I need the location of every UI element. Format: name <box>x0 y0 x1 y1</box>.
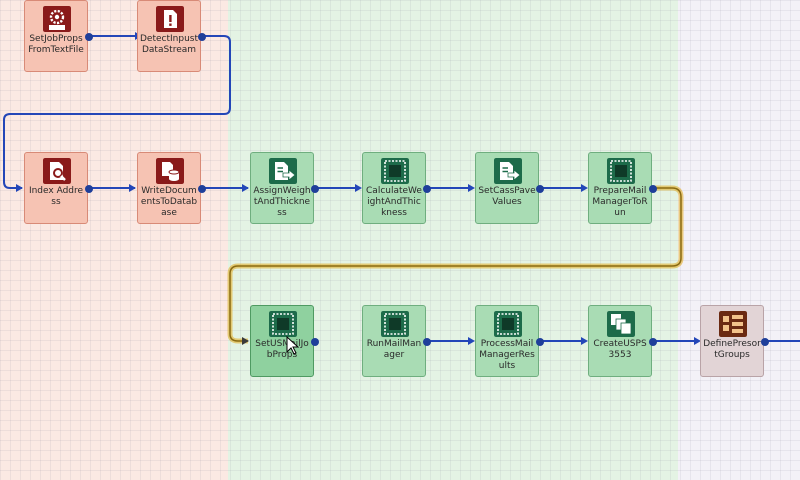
output-port[interactable] <box>536 185 544 193</box>
output-port[interactable] <box>85 185 93 193</box>
node-label: DetectInpustDataStream <box>140 34 199 55</box>
node-run-mail-manager[interactable]: RunMailManager <box>362 305 431 377</box>
tree-structure-icon <box>719 311 747 337</box>
grid-square-icon <box>607 158 635 184</box>
document-arrow-icon <box>269 158 297 184</box>
document-search-icon <box>43 158 71 184</box>
document-arrow-icon <box>494 158 522 184</box>
output-port[interactable] <box>311 338 319 346</box>
output-port[interactable] <box>198 185 206 193</box>
text-gear-icon <box>43 6 71 32</box>
lane-output <box>678 0 800 480</box>
node-write-documents-to-database[interactable]: WriteDocumentsToDatabase <box>137 152 206 224</box>
connector-2-3[interactable] <box>3 35 231 189</box>
node-label: SetUSMailJobProps <box>255 339 309 360</box>
output-port[interactable] <box>536 338 544 346</box>
documents-stack-icon <box>607 311 635 337</box>
grid-square-icon <box>381 311 409 337</box>
node-label: PrepareMailManagerToRun <box>592 186 648 218</box>
node-label: AssignWeightAndThickness <box>253 186 311 218</box>
node-label: RunMailManager <box>366 339 422 360</box>
node-label: CreateUSPS3553 <box>593 339 647 360</box>
node-set-job-props-from-text-file[interactable]: SetJobPropsFromTextFile <box>24 0 93 72</box>
node-set-cass-pave-values[interactable]: SetCassPaveValues <box>475 152 544 224</box>
mouse-cursor-icon <box>286 336 300 355</box>
grid-square-icon <box>269 311 297 337</box>
node-prepare-mail-manager-to-run[interactable]: PrepareMailManagerToRun <box>588 152 657 224</box>
node-label: WriteDocumentsToDatabase <box>140 186 198 218</box>
node-label: DefinePresortGroups <box>703 339 761 360</box>
node-assign-weight-and-thickness[interactable]: AssignWeightAndThickness <box>250 152 319 224</box>
output-port[interactable] <box>85 33 93 41</box>
node-create-usps-3553[interactable]: CreateUSPS3553 <box>588 305 657 377</box>
output-port[interactable] <box>649 185 657 193</box>
node-calculate-weight-and-thickness[interactable]: CalculateWeightAndThickness <box>362 152 431 224</box>
node-index-address[interactable]: Index Address <box>24 152 93 224</box>
grid-square-icon <box>381 158 409 184</box>
grid-square-icon <box>494 311 522 337</box>
output-port[interactable] <box>649 338 657 346</box>
node-process-mail-manager-results[interactable]: ProcessMailManagerResults <box>475 305 544 377</box>
node-label: SetCassPaveValues <box>478 186 536 207</box>
database-write-icon <box>156 158 184 184</box>
output-port[interactable] <box>423 185 431 193</box>
node-set-usmail-job-props[interactable]: SetUSMailJobProps <box>250 305 319 377</box>
node-label: CalculateWeightAndThickness <box>366 186 422 218</box>
node-label: Index Address <box>28 186 84 207</box>
document-alert-icon <box>156 6 184 32</box>
node-label: ProcessMailManagerResults <box>479 339 535 371</box>
lane-input <box>0 0 228 480</box>
output-port[interactable] <box>423 338 431 346</box>
output-port[interactable] <box>198 33 206 41</box>
node-label: SetJobPropsFromTextFile <box>28 34 84 55</box>
lane-processing <box>228 0 678 480</box>
output-port[interactable] <box>761 338 769 346</box>
node-detect-inputs-data-stream[interactable]: DetectInpustDataStream <box>137 0 206 72</box>
node-define-presort-groups[interactable]: DefinePresortGroups <box>700 305 769 377</box>
output-port[interactable] <box>311 185 319 193</box>
